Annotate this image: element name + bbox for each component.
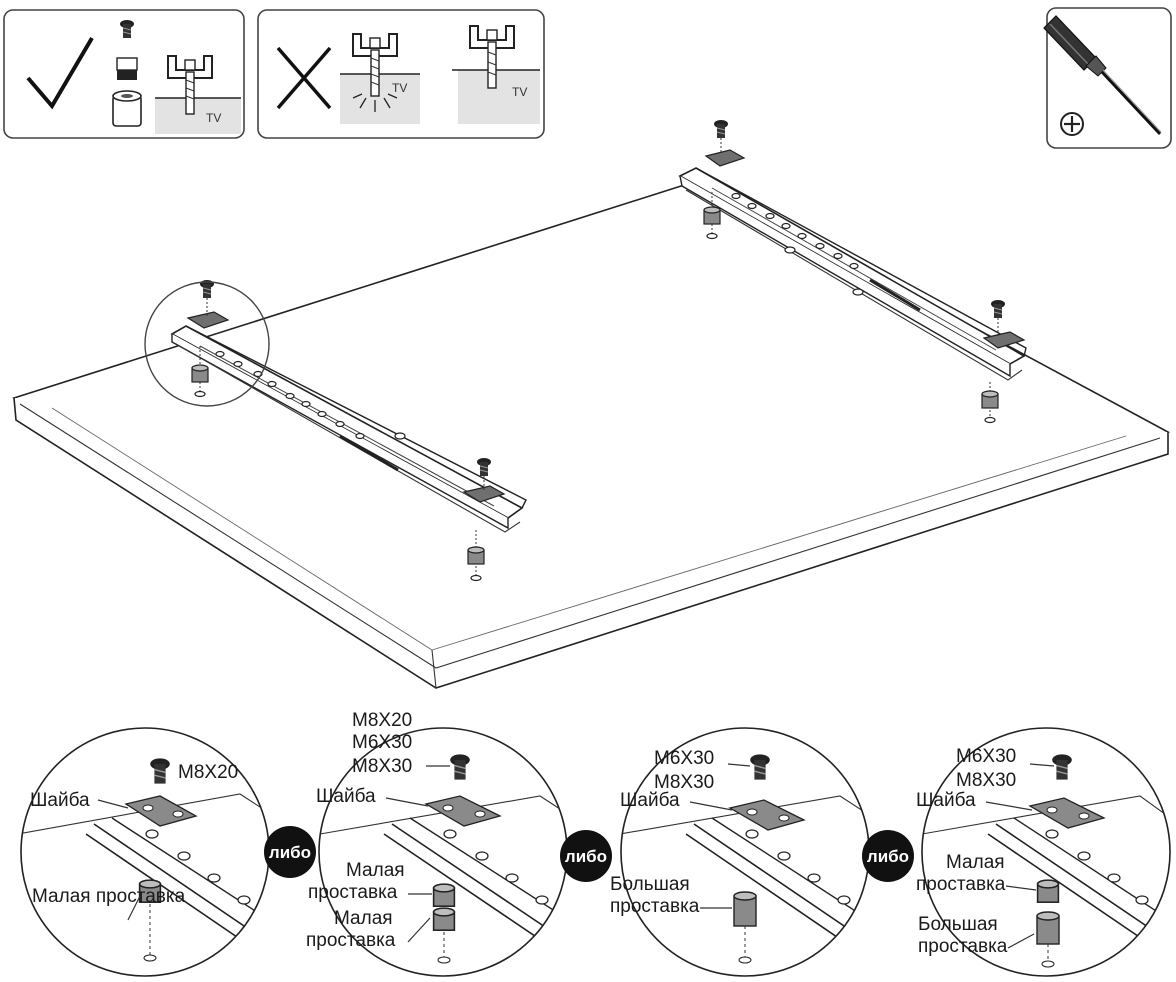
screw-label-3: M8X30 xyxy=(352,756,412,777)
spacer-label-1a: Малая xyxy=(346,860,405,881)
correct-mount-panel: TV xyxy=(3,9,245,139)
screw-label-1: M8X20 xyxy=(352,710,412,731)
detail-circle-2: M8X20 M6X30 M8X30 Шайба Малая проставка … xyxy=(306,710,568,977)
spacer-label-1b: проставка xyxy=(308,882,398,903)
tool-panel xyxy=(1043,7,1172,149)
spacer-label-2a: Малая xyxy=(334,908,393,929)
phillips-icon xyxy=(1060,112,1084,136)
svg-text:либо: либо xyxy=(565,847,607,866)
or-separator-2: либо xyxy=(560,830,612,882)
tv-label: TV xyxy=(206,111,221,125)
tv-surface-icon: TV xyxy=(155,55,241,134)
screw-washer-spacer-stack-icon xyxy=(112,19,142,127)
or-separator-1: либо xyxy=(264,826,316,878)
screw-label-1: M6X30 xyxy=(956,746,1016,767)
tv-back-panel xyxy=(12,179,1171,689)
tv-label-left: TV xyxy=(392,81,407,95)
spacer-label-1: Малая проставка xyxy=(32,886,186,907)
detail-circle-1: M8X20 Шайба Малая проставка xyxy=(20,727,270,977)
spacer-label-2a: Большая xyxy=(918,914,998,935)
large-spacer xyxy=(733,891,757,927)
svg-text:либо: либо xyxy=(867,847,909,866)
large-spacer xyxy=(1036,911,1060,945)
right-mounting-rail xyxy=(678,119,1027,424)
spacer-label-1b: проставка xyxy=(916,874,1006,895)
detail-circle-4: M6X30 M8X30 Шайба Малая проставка Больша… xyxy=(916,727,1171,977)
screw-label-2: M6X30 xyxy=(352,732,412,753)
checkmark-icon xyxy=(26,36,94,110)
zoom-circle xyxy=(144,281,270,407)
spacer-label-1a: Большая xyxy=(610,874,690,895)
left-mounting-rail xyxy=(144,279,527,582)
incorrect-mount-panel: TV TV xyxy=(257,9,545,139)
or-separator-3: либо xyxy=(862,830,914,882)
screw-label-1: M6X30 xyxy=(654,748,714,769)
spacer-label-2b: проставка xyxy=(306,930,396,951)
washer-label: Шайба xyxy=(916,790,976,811)
screw-too-short-icon: TV xyxy=(452,25,540,124)
cross-icon xyxy=(276,46,332,110)
screw-label-2: M8X30 xyxy=(654,772,714,793)
spacer-label-1a: Малая xyxy=(946,852,1005,873)
screw-label: M8X20 xyxy=(178,762,238,783)
washer-label: Шайба xyxy=(620,790,680,811)
washer-label: Шайба xyxy=(30,790,90,811)
washer-label: Шайба xyxy=(316,786,376,807)
screwdriver-icon xyxy=(1043,15,1162,136)
tv-label-right: TV xyxy=(512,85,527,99)
spacer-label-2b: проставка xyxy=(918,936,1008,957)
screw-too-long-icon: TV xyxy=(340,33,420,124)
detail-circle-3: M6X30 M8X30 Шайба Большая проставка xyxy=(610,727,870,977)
spacer-label-1b: проставка xyxy=(610,896,700,917)
screw-label-2: M8X30 xyxy=(956,770,1016,791)
svg-text:либо: либо xyxy=(269,843,311,862)
